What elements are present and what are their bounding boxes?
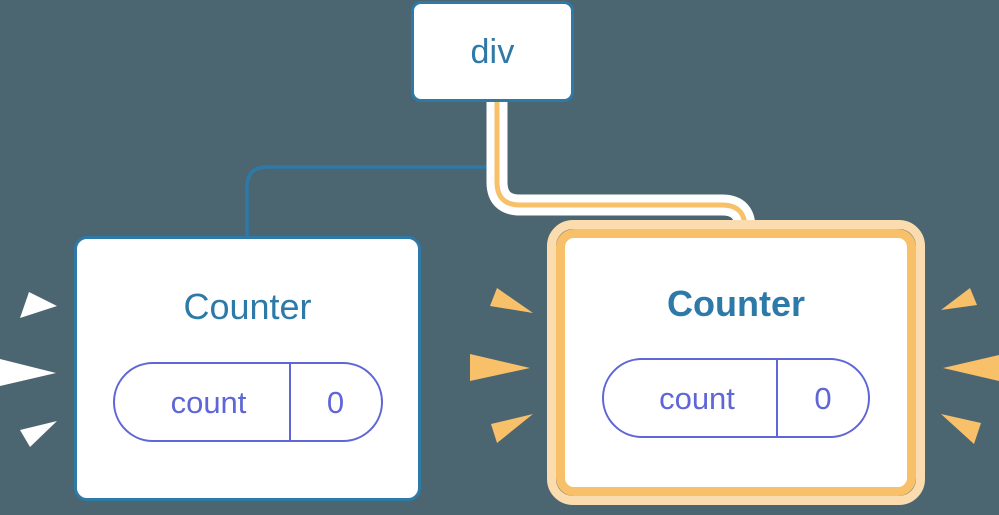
state-key: count xyxy=(659,380,735,416)
state-pill-counter-right: count 0 xyxy=(602,358,870,438)
rays-counter-right-right-side xyxy=(941,288,999,444)
node-div-label: div xyxy=(470,32,515,71)
ray-orange-right-middle xyxy=(943,355,999,381)
state-pill-counter-left: count 0 xyxy=(112,362,383,442)
rays-counter-right-left-side xyxy=(470,288,533,443)
node-counter-right-label: Counter xyxy=(667,283,805,324)
ray-orange-right-lower xyxy=(941,414,981,444)
state-key: count xyxy=(170,384,247,420)
node-counter-left-label: Counter xyxy=(183,286,312,327)
ray-orange-left-middle xyxy=(470,354,530,381)
ray-orange-right-upper xyxy=(941,288,977,310)
node-counter-right[interactable]: Counter count 0 xyxy=(547,220,925,505)
ray-white-middle xyxy=(0,359,56,386)
rays-counter-left xyxy=(0,292,57,447)
edge-div-to-counter-left xyxy=(245,102,494,236)
state-value: 0 xyxy=(288,364,381,440)
ray-orange-left-upper xyxy=(490,288,533,313)
edge-div-to-counter-right xyxy=(494,102,748,252)
node-div[interactable]: div xyxy=(411,1,574,102)
node-counter-right-inner: Counter count 0 xyxy=(556,229,916,496)
ray-orange-left-lower xyxy=(491,414,533,443)
ray-white-upper xyxy=(20,292,57,318)
node-counter-left[interactable]: Counter count 0 xyxy=(74,236,421,501)
state-value: 0 xyxy=(776,360,868,436)
ray-white-lower xyxy=(20,421,57,447)
